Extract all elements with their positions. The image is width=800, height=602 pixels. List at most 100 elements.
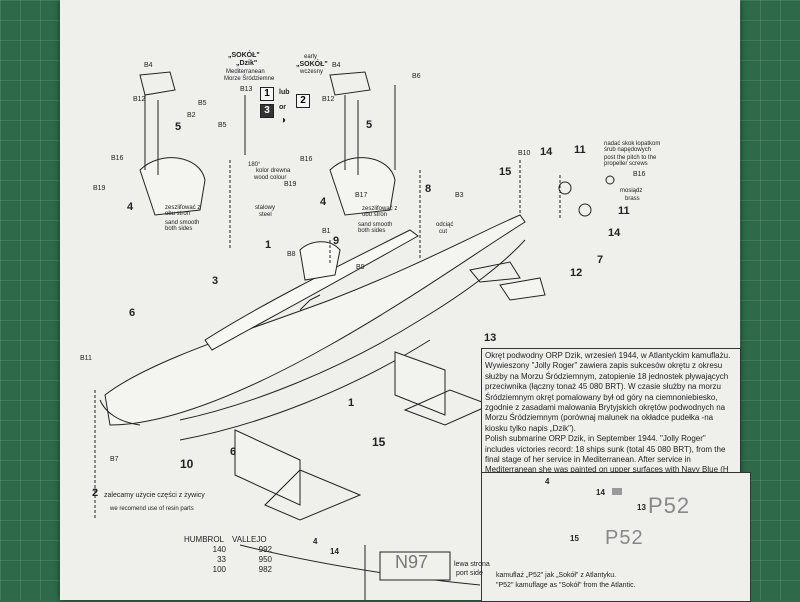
label-or: or xyxy=(279,104,286,111)
part-12: 12 xyxy=(570,267,583,279)
part-15-top: 15 xyxy=(499,166,512,178)
steel-en: steel xyxy=(259,212,272,218)
part-b11: B11 xyxy=(80,355,92,362)
description-pl: Okręt podwodny ORP Dzik, wrzesień 1944, … xyxy=(485,351,731,433)
part-10: 10 xyxy=(180,457,194,471)
option-box-2: 2 xyxy=(296,94,310,108)
part-b4-left: B4 xyxy=(144,62,153,69)
part-b12-right: B12 xyxy=(322,96,335,103)
label-mediterranean: Mediterranean xyxy=(226,69,265,75)
camo-4: 4 xyxy=(545,477,550,486)
port-en: port side xyxy=(456,570,483,577)
camo-15: 15 xyxy=(570,534,579,543)
part-b16-far: B16 xyxy=(633,171,646,178)
sand-en-right: sand smooth both sides xyxy=(358,222,393,235)
paint-header-humbrol: HUMBROL xyxy=(184,535,225,544)
part-b2: B2 xyxy=(187,112,196,119)
paint-vallejo: 992 xyxy=(258,545,272,554)
resin-en: we recomend use of resin parts xyxy=(110,506,194,512)
option-box-3: 3 xyxy=(260,104,274,118)
part-b4-right: B4 xyxy=(332,62,341,69)
part-b9: B9 xyxy=(356,264,365,271)
part-b7: B7 xyxy=(110,456,119,463)
label-sokol: „SOKÓŁ" xyxy=(228,52,260,59)
port-pl: lewa strona xyxy=(454,561,490,568)
bottom-4: 4 xyxy=(313,537,318,546)
label-sokol-early: „SOKÓŁ" xyxy=(296,61,328,68)
part-b1: B1 xyxy=(322,228,331,235)
part-b19-right: B19 xyxy=(284,181,297,188)
part-11-top: 11 xyxy=(574,144,586,156)
part-13: 13 xyxy=(484,332,497,344)
label-early: early xyxy=(304,54,318,60)
part-5-right: 5 xyxy=(366,119,373,131)
glue-icon: ◑ xyxy=(280,115,287,126)
part-b13: B13 xyxy=(240,86,253,93)
sand-pl-left: zeszlifować z obu stron xyxy=(165,205,201,218)
part-14-bottom: 14 xyxy=(608,227,621,239)
sand-en-left: sand smooth both sides xyxy=(165,220,200,233)
bottom-n97: N97 xyxy=(395,552,429,572)
paint-table: HUMBROL VALLEJO 140 992 33 950 100 982 xyxy=(184,535,272,575)
paint-vallejo: 950 xyxy=(258,555,272,564)
wood-en: wood colour xyxy=(254,175,287,181)
paint-humbrol: 33 xyxy=(217,555,226,564)
part-14-top: 14 xyxy=(540,146,553,158)
brass-pl: mosiądz xyxy=(620,188,643,194)
resin-pl: zalecamy użycie części z żywicy xyxy=(104,492,205,499)
part-b6: B6 xyxy=(412,73,421,80)
part-b5a: B5 xyxy=(198,100,207,107)
part-8: 8 xyxy=(425,183,432,195)
part-b16-right: B16 xyxy=(300,156,313,163)
paint-vallejo: 982 xyxy=(258,565,272,574)
part-b12-left: B12 xyxy=(133,96,146,103)
part-1-bottom: 1 xyxy=(348,397,355,409)
option-box-1: 1 xyxy=(260,87,274,101)
part-b5b: B5 xyxy=(218,122,227,129)
label-wczesny: wczesny xyxy=(300,69,324,75)
part-b10: B10 xyxy=(518,150,531,157)
camo-caption-en: "P52" kamuflage as "Sokół" from the Atla… xyxy=(496,582,636,589)
part-4-right: 4 xyxy=(320,196,327,208)
part-7: 7 xyxy=(597,254,604,266)
table-row: 33 950 xyxy=(184,555,272,565)
brass-en: brass xyxy=(625,196,640,202)
part-b3: B3 xyxy=(455,192,464,199)
bottom-14: 14 xyxy=(330,547,339,556)
part-b19-left: B19 xyxy=(93,185,106,192)
cut-pl: odciąć xyxy=(436,222,454,228)
part-2: 2 xyxy=(92,487,99,499)
part-5-left: 5 xyxy=(175,121,182,133)
camo-14: 14 xyxy=(596,488,605,497)
label-dzik: „Dzik" xyxy=(236,60,258,67)
label-lub: lub xyxy=(279,89,290,96)
angle-label: 180° xyxy=(248,162,261,168)
part-b17: B17 xyxy=(355,192,368,199)
paint-table-header: HUMBROL VALLEJO xyxy=(184,535,272,545)
camo-p52-top: P52 xyxy=(648,493,691,518)
camo-caption-pl: kamuflaż „P52" jak „Sokół" z Atlantyku. xyxy=(496,572,617,579)
pitch-pl: nadać skok łopatkom śrub napędowych xyxy=(604,141,661,154)
table-row: 100 982 xyxy=(184,565,272,575)
cut-en: cut xyxy=(439,229,448,235)
sand-pl-right: zeszlifować z obu stron xyxy=(362,206,398,219)
flag-icon xyxy=(612,488,622,495)
table-row: 140 992 xyxy=(184,545,272,555)
part-6-top: 6 xyxy=(129,307,136,319)
part-b16-left: B16 xyxy=(111,155,124,162)
part-3: 3 xyxy=(212,275,219,287)
part-15-bottom: 15 xyxy=(372,435,386,449)
part-9: 9 xyxy=(333,235,340,247)
part-6-bottom: 6 xyxy=(230,446,237,458)
steel-pl: stalowy xyxy=(255,205,276,211)
part-b8: B8 xyxy=(287,251,296,258)
paint-header-vallejo: VALLEJO xyxy=(232,535,267,544)
camo-13: 13 xyxy=(637,503,646,512)
camo-p52-bottom: P52 xyxy=(605,527,644,549)
pitch-en: post the pitch to the propeller screws xyxy=(604,155,657,168)
label-morze: Morze Śródziemne xyxy=(224,76,275,82)
part-4-left: 4 xyxy=(127,201,134,213)
wood-pl: kolor drewna xyxy=(256,168,291,174)
paint-humbrol: 140 xyxy=(212,545,226,554)
